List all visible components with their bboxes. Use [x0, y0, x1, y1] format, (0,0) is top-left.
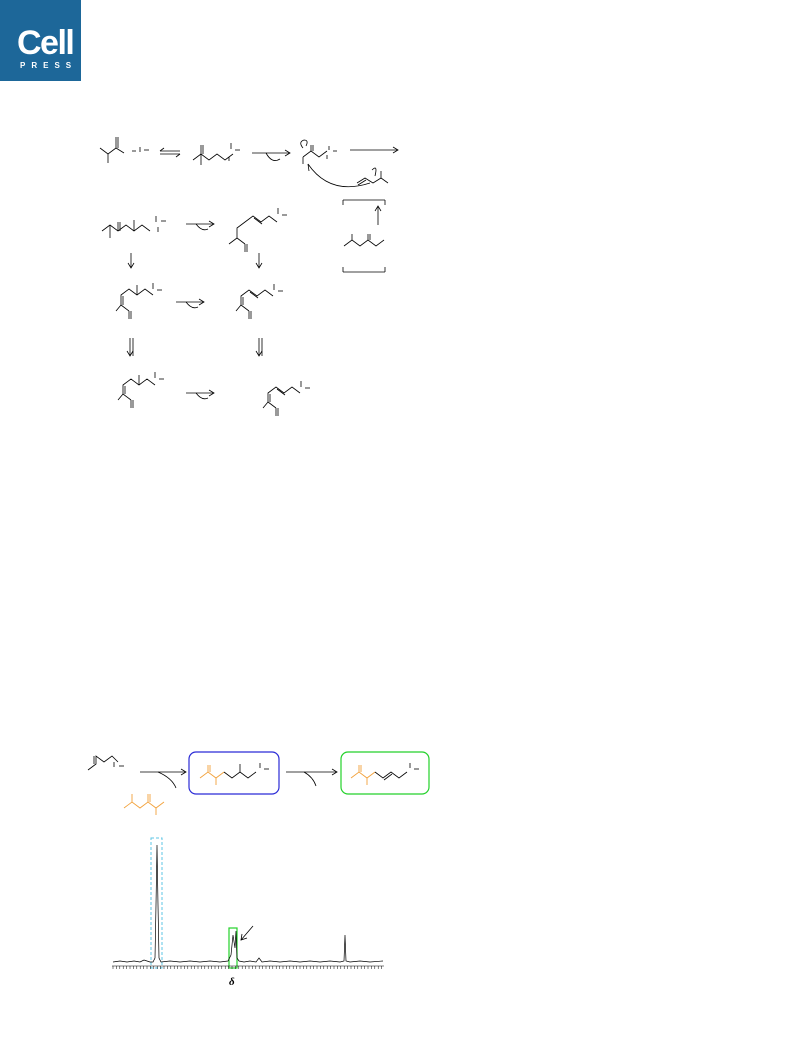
highlight-cyan-box — [150, 837, 163, 969]
molecule-7 — [235, 284, 283, 319]
spectrum-trace — [112, 844, 384, 963]
reaction-arrow-4 — [176, 298, 205, 309]
equilibrium-arrow — [159, 147, 181, 158]
molecule-start-b — [87, 755, 124, 771]
molecule-9 — [262, 381, 310, 416]
curved-arrow-return — [307, 163, 371, 188]
reaction-arrow-b2 — [286, 768, 338, 787]
logo-word: Cell — [17, 24, 75, 62]
molecule-5 — [228, 208, 287, 252]
intermediate-box — [188, 751, 280, 795]
reaction-arrow-2 — [350, 146, 399, 154]
highlight-green-box — [228, 927, 238, 969]
reaction-arrow-3 — [186, 220, 215, 231]
molecule-dimethylallyl — [356, 167, 389, 186]
molecule-2 — [192, 143, 240, 165]
molecule-4 — [101, 216, 166, 238]
bracket-group — [342, 199, 386, 273]
orange-cosubstrate — [123, 794, 165, 815]
molecule-6 — [115, 283, 162, 319]
reaction-arrow-5 — [186, 389, 215, 400]
peak-arrow — [240, 925, 254, 941]
logo-subtitle: PRESS — [20, 61, 78, 70]
spectrum-ticks — [112, 966, 382, 969]
chemical-shift-label: δ — [229, 976, 235, 988]
reaction-arrow-1 — [252, 149, 291, 161]
reaction-arrow-b1 — [140, 768, 187, 789]
cell-press-logo: Cell PRESS — [0, 0, 81, 81]
molecule-1 — [99, 137, 149, 163]
molecule-8 — [117, 372, 164, 408]
nmr-spectrum: δ — [112, 837, 384, 988]
product-box — [340, 751, 430, 795]
molecule-3 — [300, 139, 337, 164]
